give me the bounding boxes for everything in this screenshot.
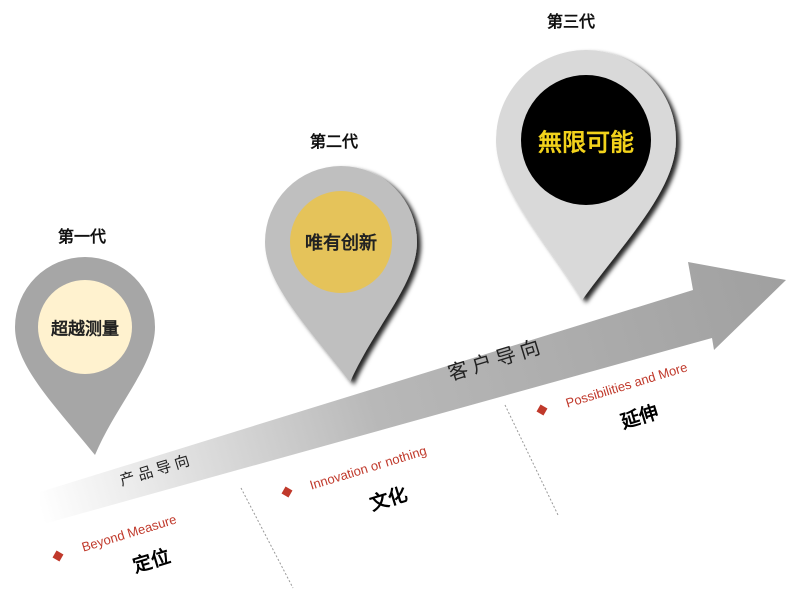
pin-badge [38, 280, 132, 374]
divider [504, 404, 559, 516]
gen2-title: 第二代 [310, 132, 359, 151]
pin-badge [290, 191, 392, 293]
gen3-title: 第三代 [547, 12, 596, 31]
gen3-motto: 無限可能 [538, 127, 634, 157]
timeline-arrow [40, 262, 786, 525]
pin-badge [521, 75, 651, 205]
gen2-motto: 唯有创新 [305, 233, 377, 254]
gen1-title: 第一代 [58, 227, 107, 246]
divider [240, 487, 294, 589]
gen1-motto: 超越测量 [51, 319, 119, 340]
